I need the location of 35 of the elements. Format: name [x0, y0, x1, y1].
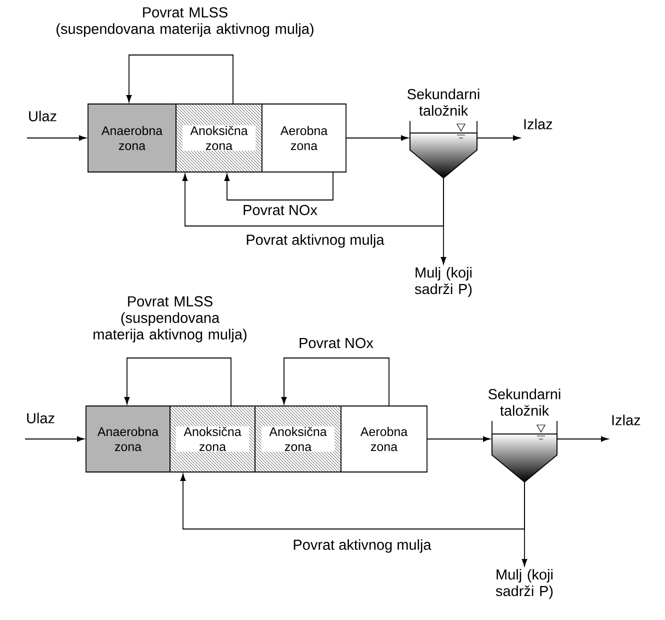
flow-label: Mulj (koji sadrži P)	[414, 267, 472, 297]
zone-box: Aerobna zona	[262, 104, 346, 172]
hatched-zone-box: Anoksična zona	[254, 406, 342, 472]
edge-label: Povrat aktivnog mulja	[292, 538, 432, 554]
edge-label: Povrat NOx	[242, 204, 318, 216]
flow-label: Ulaz	[29, 110, 56, 122]
arrow	[426, 436, 490, 442]
arrow	[476, 135, 520, 141]
edge-label: Povrat aktivnog mulja	[244, 233, 386, 249]
arrow	[440, 178, 446, 264]
tank-label: Sekundarni taložnik	[407, 88, 480, 116]
zone-box: Aerobna zona	[340, 406, 428, 472]
anaerobic-zone-box: Anaerobna zona	[86, 406, 170, 472]
edge-label: Povrat MLSS (suspendovana materija aktivnog mulja)	[94, 296, 246, 342]
arrow	[180, 474, 525, 530]
edge-label: Povrat MLSS (suspendovana materija aktivnog mulja)	[56, 7, 314, 37]
arrow	[182, 174, 444, 226]
flow-label: Mulj (koji sadrži P)	[496, 569, 553, 599]
edge-label: Povrat NOx	[298, 336, 374, 350]
flow-label: Izlaz	[612, 414, 640, 426]
flow-label: Ulaz	[27, 412, 54, 424]
arrow	[124, 358, 232, 406]
arrow	[224, 172, 334, 200]
anaerobic-zone-box: Anaerobna zona	[88, 104, 176, 172]
arrow	[522, 482, 528, 566]
hatched-zone-box: Anoksična zona	[176, 104, 262, 172]
arrow	[556, 436, 608, 442]
arrow	[24, 436, 84, 442]
arrow	[126, 54, 234, 104]
tank-label: Sekundarni taložnik	[488, 388, 560, 416]
arrow	[346, 135, 408, 141]
flow-label: Izlaz	[524, 118, 552, 130]
hatched-zone-box: Anoksična zona	[170, 406, 256, 472]
arrow	[281, 358, 390, 406]
arrow	[26, 135, 86, 141]
